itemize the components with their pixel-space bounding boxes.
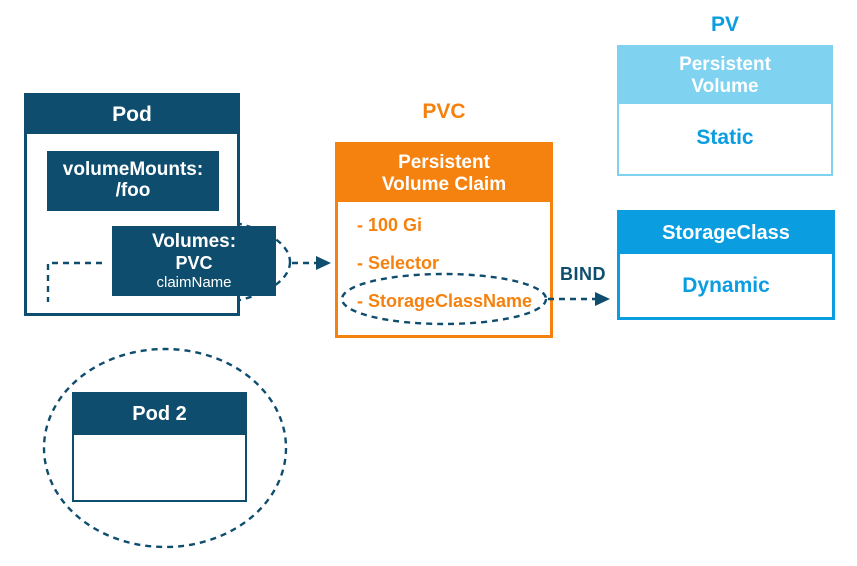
bind-arrowhead — [595, 292, 610, 306]
pvc-label: PVC — [422, 100, 466, 123]
pv-title-line2: Volume — [691, 75, 759, 97]
pv-body: Static — [696, 126, 754, 149]
pvc-header: Persistent Volume Claim — [338, 145, 550, 202]
volumes-line1: Volumes: — [151, 231, 237, 253]
pod2-box: Pod 2 — [72, 392, 247, 502]
volume-mounts-box: volumeMounts: /foo — [47, 151, 219, 211]
pod-title: Pod — [112, 103, 152, 127]
pv-title-line1: Persistent — [679, 54, 771, 76]
storageclass-box: StorageClass Dynamic — [617, 210, 835, 320]
bind-label: BIND — [560, 264, 606, 284]
storageclass-body: Dynamic — [682, 273, 770, 297]
pvc-item-capacity: - 100 Gi — [357, 215, 423, 235]
volume-mounts-line2: /foo — [115, 180, 151, 201]
pod2-header: Pod 2 — [74, 394, 245, 435]
pod2-body — [74, 435, 245, 499]
pod2-title: Pod 2 — [132, 403, 187, 426]
volumes-box: Volumes: PVC claimName — [112, 226, 276, 296]
volumes-line3: claimName — [156, 273, 232, 291]
storageclass-header: StorageClass — [620, 213, 832, 254]
pv-header: Persistent Volume — [619, 47, 831, 104]
pv-box: Persistent Volume Static — [617, 45, 833, 176]
pv-label: PV — [710, 13, 739, 36]
pvc-items: - 100 Gi - Selector - StorageClassName — [338, 202, 550, 314]
storageclass-title: StorageClass — [662, 222, 790, 245]
volume-mounts-line1: volumeMounts: — [62, 159, 204, 181]
volumes-to-pvc-arrowhead — [316, 256, 331, 270]
volumes-line2: PVC — [175, 252, 213, 273]
pvc-item-storageclassname: - StorageClassName — [357, 291, 533, 311]
pod-header: Pod — [27, 96, 237, 134]
pvc-title-line2: Volume Claim — [381, 173, 507, 195]
pvc-title-line1: Persistent — [398, 152, 490, 174]
pvc-item-selector: - Selector — [357, 253, 440, 273]
pvc-box: Persistent Volume Claim - 100 Gi - Selec… — [335, 142, 553, 338]
